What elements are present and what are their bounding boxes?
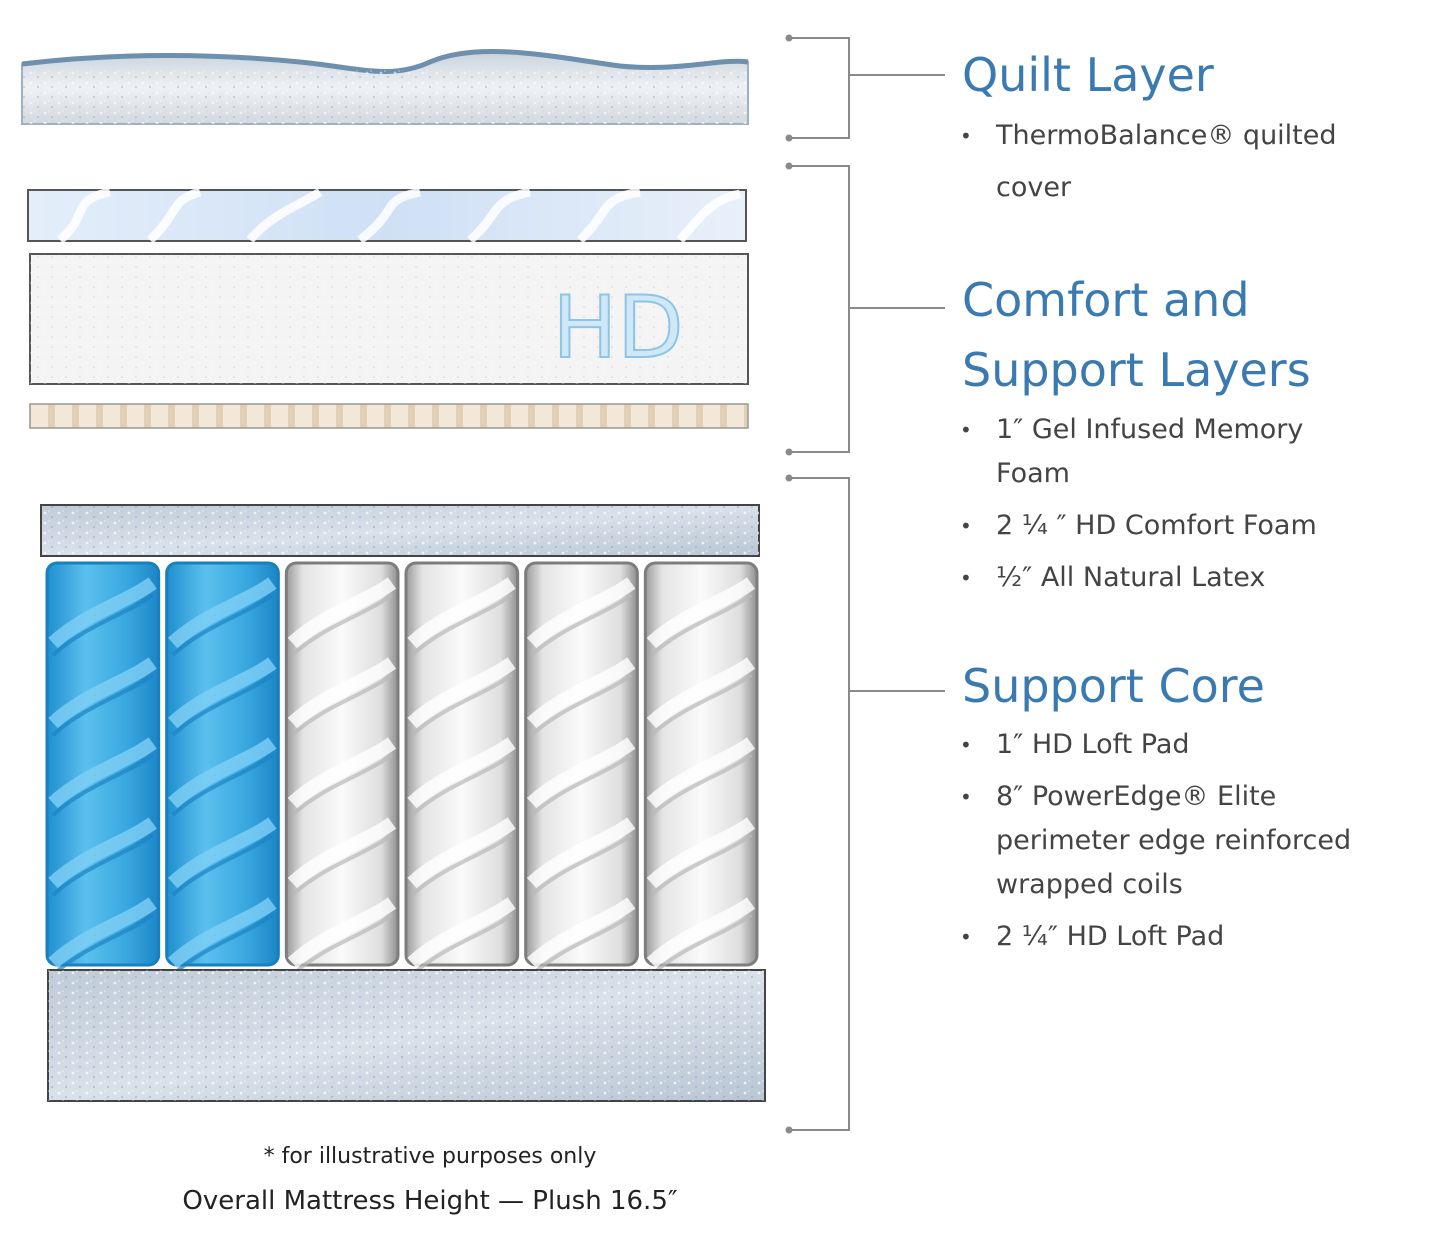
quilt-bracket <box>789 37 945 139</box>
list-item: 1″ Gel Infused Memory Foam <box>958 408 1398 496</box>
bottom-loft-pad <box>47 969 766 1102</box>
comfort-support-list: 1″ Gel Infused Memory Foam 2 ¼ ″ HD Comf… <box>958 408 1398 608</box>
bracket-dots <box>785 34 793 1134</box>
quilt-layer <box>21 48 749 125</box>
comfort-bracket <box>789 165 945 453</box>
quilt-layer-title: Quilt Layer <box>962 40 1214 110</box>
comfort-support-title: Comfort and Support Layers <box>962 273 1311 397</box>
overall-height-label: Overall Mattress Height — Plush 16.5″ <box>182 1186 678 1216</box>
quilt-layer-list: ThermoBalance® quilted cover <box>958 110 1398 222</box>
coil-white <box>284 561 400 977</box>
core-bracket <box>789 477 945 1131</box>
coil-blue <box>45 561 161 977</box>
natural-latex-layer <box>29 403 749 429</box>
quilt-layer-title-line: Quilt Layer <box>962 48 1214 102</box>
coil-white <box>524 561 639 977</box>
wrapped-coils <box>45 561 759 977</box>
top-loft-pad <box>40 504 760 557</box>
hd-label: HD <box>553 278 684 378</box>
brackets <box>789 37 945 1131</box>
coil-blue <box>165 561 280 977</box>
list-item: 2 ¼″ HD Loft Pad <box>958 915 1398 959</box>
list-item: 8″ PowerEdge® Elite perimeter edge reinf… <box>958 775 1398 907</box>
coil-white <box>404 561 520 977</box>
list-item: 1″ HD Loft Pad <box>958 723 1398 767</box>
support-core-title: Support Core <box>962 659 1265 713</box>
list-item: ThermoBalance® quilted cover <box>958 110 1398 214</box>
hd-comfort-foam-layer: HD <box>29 253 749 385</box>
illustrative-footnote: * for illustrative purposes only <box>263 1144 597 1169</box>
coil-white <box>643 561 759 977</box>
list-item: 2 ¼ ″ HD Comfort Foam <box>958 504 1398 548</box>
list-item: ½″ All Natural Latex <box>958 556 1398 600</box>
support-core-list: 1″ HD Loft Pad 8″ PowerEdge® Elite perim… <box>958 723 1398 967</box>
gel-memory-foam-layer <box>27 187 747 244</box>
